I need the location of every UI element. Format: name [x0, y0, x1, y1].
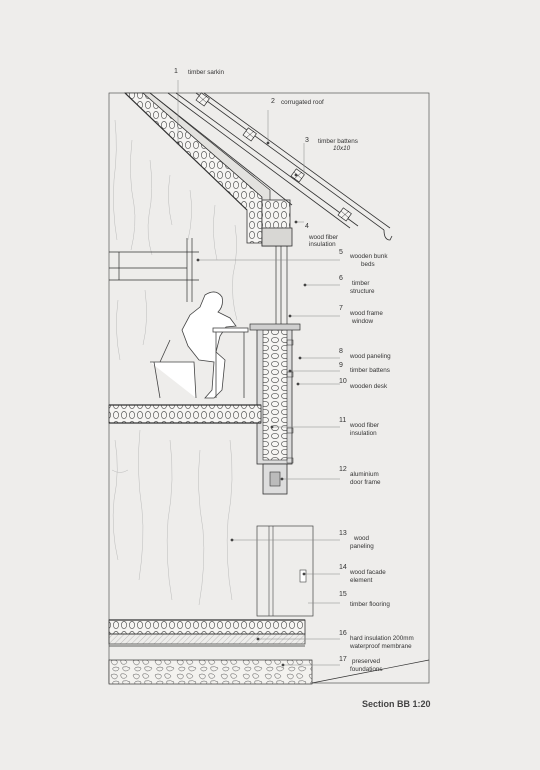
- label-10-text: wooden desk: [350, 383, 388, 390]
- label-4-text-1: wood fiber: [309, 234, 339, 241]
- label-17-number: 17: [339, 656, 347, 663]
- label-12-number: 12: [339, 466, 347, 473]
- label-8-number: 8: [339, 348, 343, 355]
- label-9-number: 9: [339, 362, 343, 369]
- label-2-text: corrugated roof: [281, 99, 324, 106]
- label-5-number: 5: [339, 249, 343, 256]
- label-5-text-1: wooden bunk: [350, 253, 388, 260]
- label-12-text-1: aluminium: [350, 471, 379, 478]
- label-17-text-1: preserved: [352, 658, 381, 665]
- label-14-text-1: wood facade: [350, 569, 386, 576]
- label-6-text-2: structure: [350, 288, 375, 295]
- label-14-number: 14: [339, 564, 347, 571]
- label-1-text: timber sarkin: [188, 69, 225, 76]
- label-13-number: 13: [339, 530, 347, 537]
- label-10-number: 10: [339, 378, 347, 385]
- label-12-text-2: door frame: [350, 479, 381, 486]
- label-6-number: 6: [339, 275, 343, 282]
- label-15-number: 15: [339, 591, 347, 598]
- label-7-text-1: wood frame: [350, 310, 383, 317]
- label-8-text: wood paneling: [350, 353, 391, 360]
- label-13-text-2: paneling: [350, 543, 374, 550]
- label-13-text-1: wood: [354, 535, 370, 542]
- label-7-number: 7: [339, 305, 343, 312]
- label-4-number: 4: [305, 223, 309, 230]
- label-16-number: 16: [339, 630, 347, 637]
- label-11-number: 11: [339, 417, 347, 424]
- label-17-text-2: foundations: [350, 666, 383, 673]
- label-9-text: timber battens: [350, 367, 390, 374]
- label-3-number: 3: [305, 137, 309, 144]
- label-6-text-1: timber: [352, 280, 370, 287]
- label-4-text-2: insulation: [309, 241, 336, 248]
- label-14-text-2: element: [350, 577, 373, 584]
- label-3-size: 10x10: [333, 145, 351, 152]
- label-11-text-1: wood fiber: [350, 422, 380, 429]
- label-15-text: timber flooring: [350, 601, 390, 608]
- label-11-text-2: insulation: [350, 430, 377, 437]
- label-2-number: 2: [271, 98, 275, 105]
- label-1-number: 1: [174, 68, 178, 75]
- section-title: Section BB 1:20: [362, 699, 431, 709]
- label-5-text-2: beds: [361, 261, 375, 268]
- label-16-text-1: hard insulation 200mm: [350, 635, 414, 642]
- label-3-text: timber battens: [318, 138, 358, 145]
- label-16-text-2: waterproof membrane: [350, 643, 412, 650]
- label-7-text-2: window: [352, 318, 373, 325]
